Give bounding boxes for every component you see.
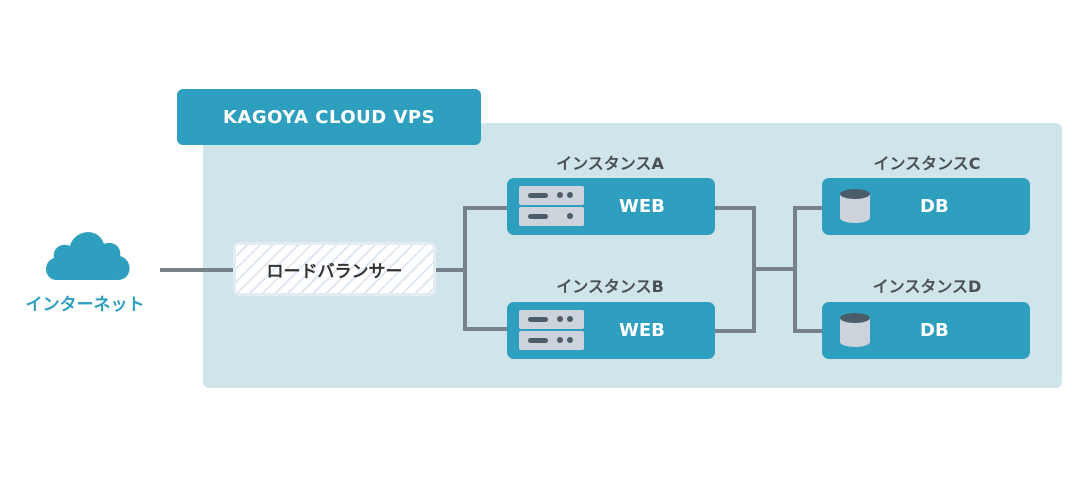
connector-db-vertical <box>793 206 797 333</box>
cloud-icon <box>46 232 130 280</box>
instance-b-label: インスタンスB <box>556 277 664 296</box>
instance-a-role: WEB <box>619 196 665 217</box>
connector-a-out <box>714 206 754 210</box>
connector-internet-lb <box>160 268 233 272</box>
instance-a: WEB <box>507 178 715 235</box>
instance-d-label: インスタンスD <box>872 277 982 296</box>
load-balancer-label: ロードバランサー <box>266 261 403 282</box>
connector-to-c <box>793 206 823 210</box>
instance-d: DB <box>822 302 1030 359</box>
connector-lb-vertical <box>463 206 467 331</box>
instance-c-label: インスタンスC <box>873 154 981 173</box>
internet-label: インターネット <box>25 295 145 315</box>
instance-c: DB <box>822 178 1030 235</box>
connector-to-d <box>793 329 823 333</box>
connector-lb-b <box>463 327 508 331</box>
connector-lb-a <box>463 206 508 210</box>
connector-web-db <box>752 267 795 271</box>
instance-d-role: DB <box>920 320 949 341</box>
instance-a-label: インスタンスA <box>556 154 664 173</box>
database-icon <box>840 189 870 223</box>
database-icon <box>840 313 870 347</box>
instance-b-role: WEB <box>619 320 665 341</box>
connector-lb <box>436 268 465 272</box>
instance-c-role: DB <box>920 196 949 217</box>
connector-b-out <box>714 329 754 333</box>
load-balancer: ロードバランサー <box>233 242 436 296</box>
instance-b: WEB <box>507 302 715 359</box>
vps-title: KAGOYA CLOUD VPS <box>177 89 481 145</box>
